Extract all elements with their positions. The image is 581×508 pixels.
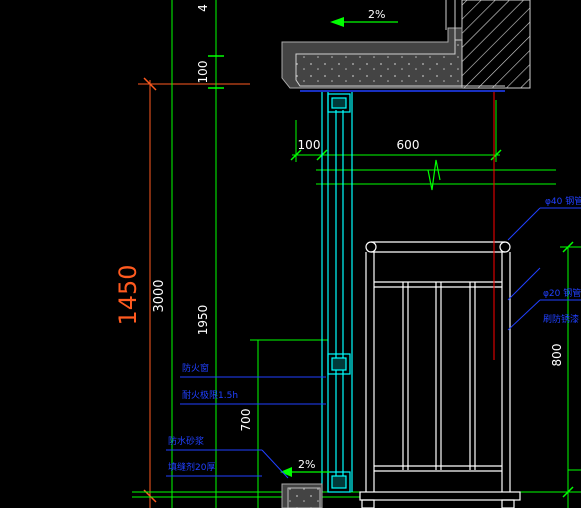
railing: [359, 241, 521, 508]
annotation-right-2: φ20 钢管: [543, 287, 581, 299]
slab-concrete: [295, 39, 463, 87]
left-annotations: 防火窗 耐火极限1.5h 防水砂浆 填缝剂20厚: [166, 362, 326, 479]
annotation-left-2: 耐火极限1.5h: [182, 389, 238, 401]
annotation-right-1: φ40 钢管: [545, 195, 581, 207]
annotation-left-3: 防水砂浆: [168, 435, 204, 447]
handrail-left-end: [365, 241, 377, 253]
dim-600: 600: [397, 138, 420, 152]
dim-top-cut: 4: [196, 4, 210, 12]
upper-slope-label: 2%: [368, 8, 385, 21]
annotation-left-1: 防火窗: [182, 362, 209, 374]
annotation-right-3: 刷防锈漆: [543, 313, 579, 325]
lower-slope-arrow: 2%: [280, 458, 330, 477]
upper-slab: [281, 0, 531, 92]
frame-profile-top: [327, 93, 351, 113]
lower-slope-label: 2%: [298, 458, 315, 471]
window-frame: [321, 92, 353, 493]
frame-profile-mid: [327, 353, 351, 375]
upper-slope-arrow: 2%: [330, 8, 398, 27]
annotation-left-4: 填缝剂20厚: [168, 461, 215, 473]
railing-base: [359, 491, 521, 501]
dim-1450: 1450: [114, 264, 142, 325]
dim-800: 800: [550, 344, 564, 367]
wall-hatch: [461, 0, 531, 89]
frame-profile-bottom: [327, 471, 351, 493]
dim-100-horiz: 100: [298, 138, 321, 152]
dim-100-top: 100: [196, 61, 210, 84]
right-dimension: 800: [550, 241, 581, 508]
handrail-right-end: [499, 241, 511, 253]
lower-slab: [281, 483, 323, 508]
right-annotations: φ40 钢管 φ20 钢管 刷防锈漆: [507, 195, 581, 331]
horizontal-dimension: 100 600: [290, 100, 556, 191]
break-symbol: [427, 159, 441, 191]
dim-700: 700: [239, 409, 253, 432]
dim-1950: 1950: [196, 305, 210, 336]
dim-3000: 3000: [152, 279, 167, 312]
